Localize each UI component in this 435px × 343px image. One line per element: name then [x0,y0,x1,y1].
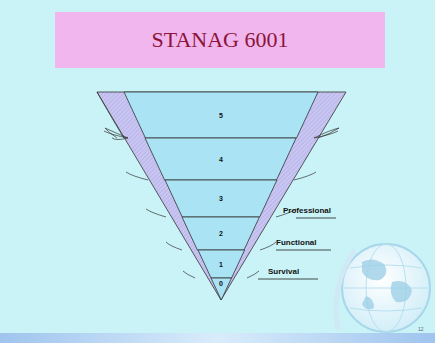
level-number: 1 [219,261,223,268]
level-group-label: Functional [276,239,316,247]
level-number: 0 [219,280,223,287]
level-band: 5 [124,92,318,138]
level-number: 3 [219,195,223,202]
level-group-label: Survival [268,268,299,276]
footer-bar [0,333,435,343]
level-number: 5 [219,112,223,119]
level-band: 0 [211,278,232,300]
level-number: 2 [219,230,223,237]
globe-icon [336,244,430,332]
leader-lines [258,218,336,279]
page-number: 12 [418,327,424,332]
level-band: 1 [198,250,245,278]
pyramid-wings [97,92,346,300]
level-band: 2 [182,217,259,250]
slide-title: STANAG 6001 [152,27,289,53]
level-group-label: Professional [283,207,331,215]
title-box: STANAG 6001 [55,12,385,68]
band-curves [97,92,339,278]
level-band: 3 [165,180,277,217]
level-band: 4 [145,138,296,180]
level-number: 4 [219,156,223,163]
